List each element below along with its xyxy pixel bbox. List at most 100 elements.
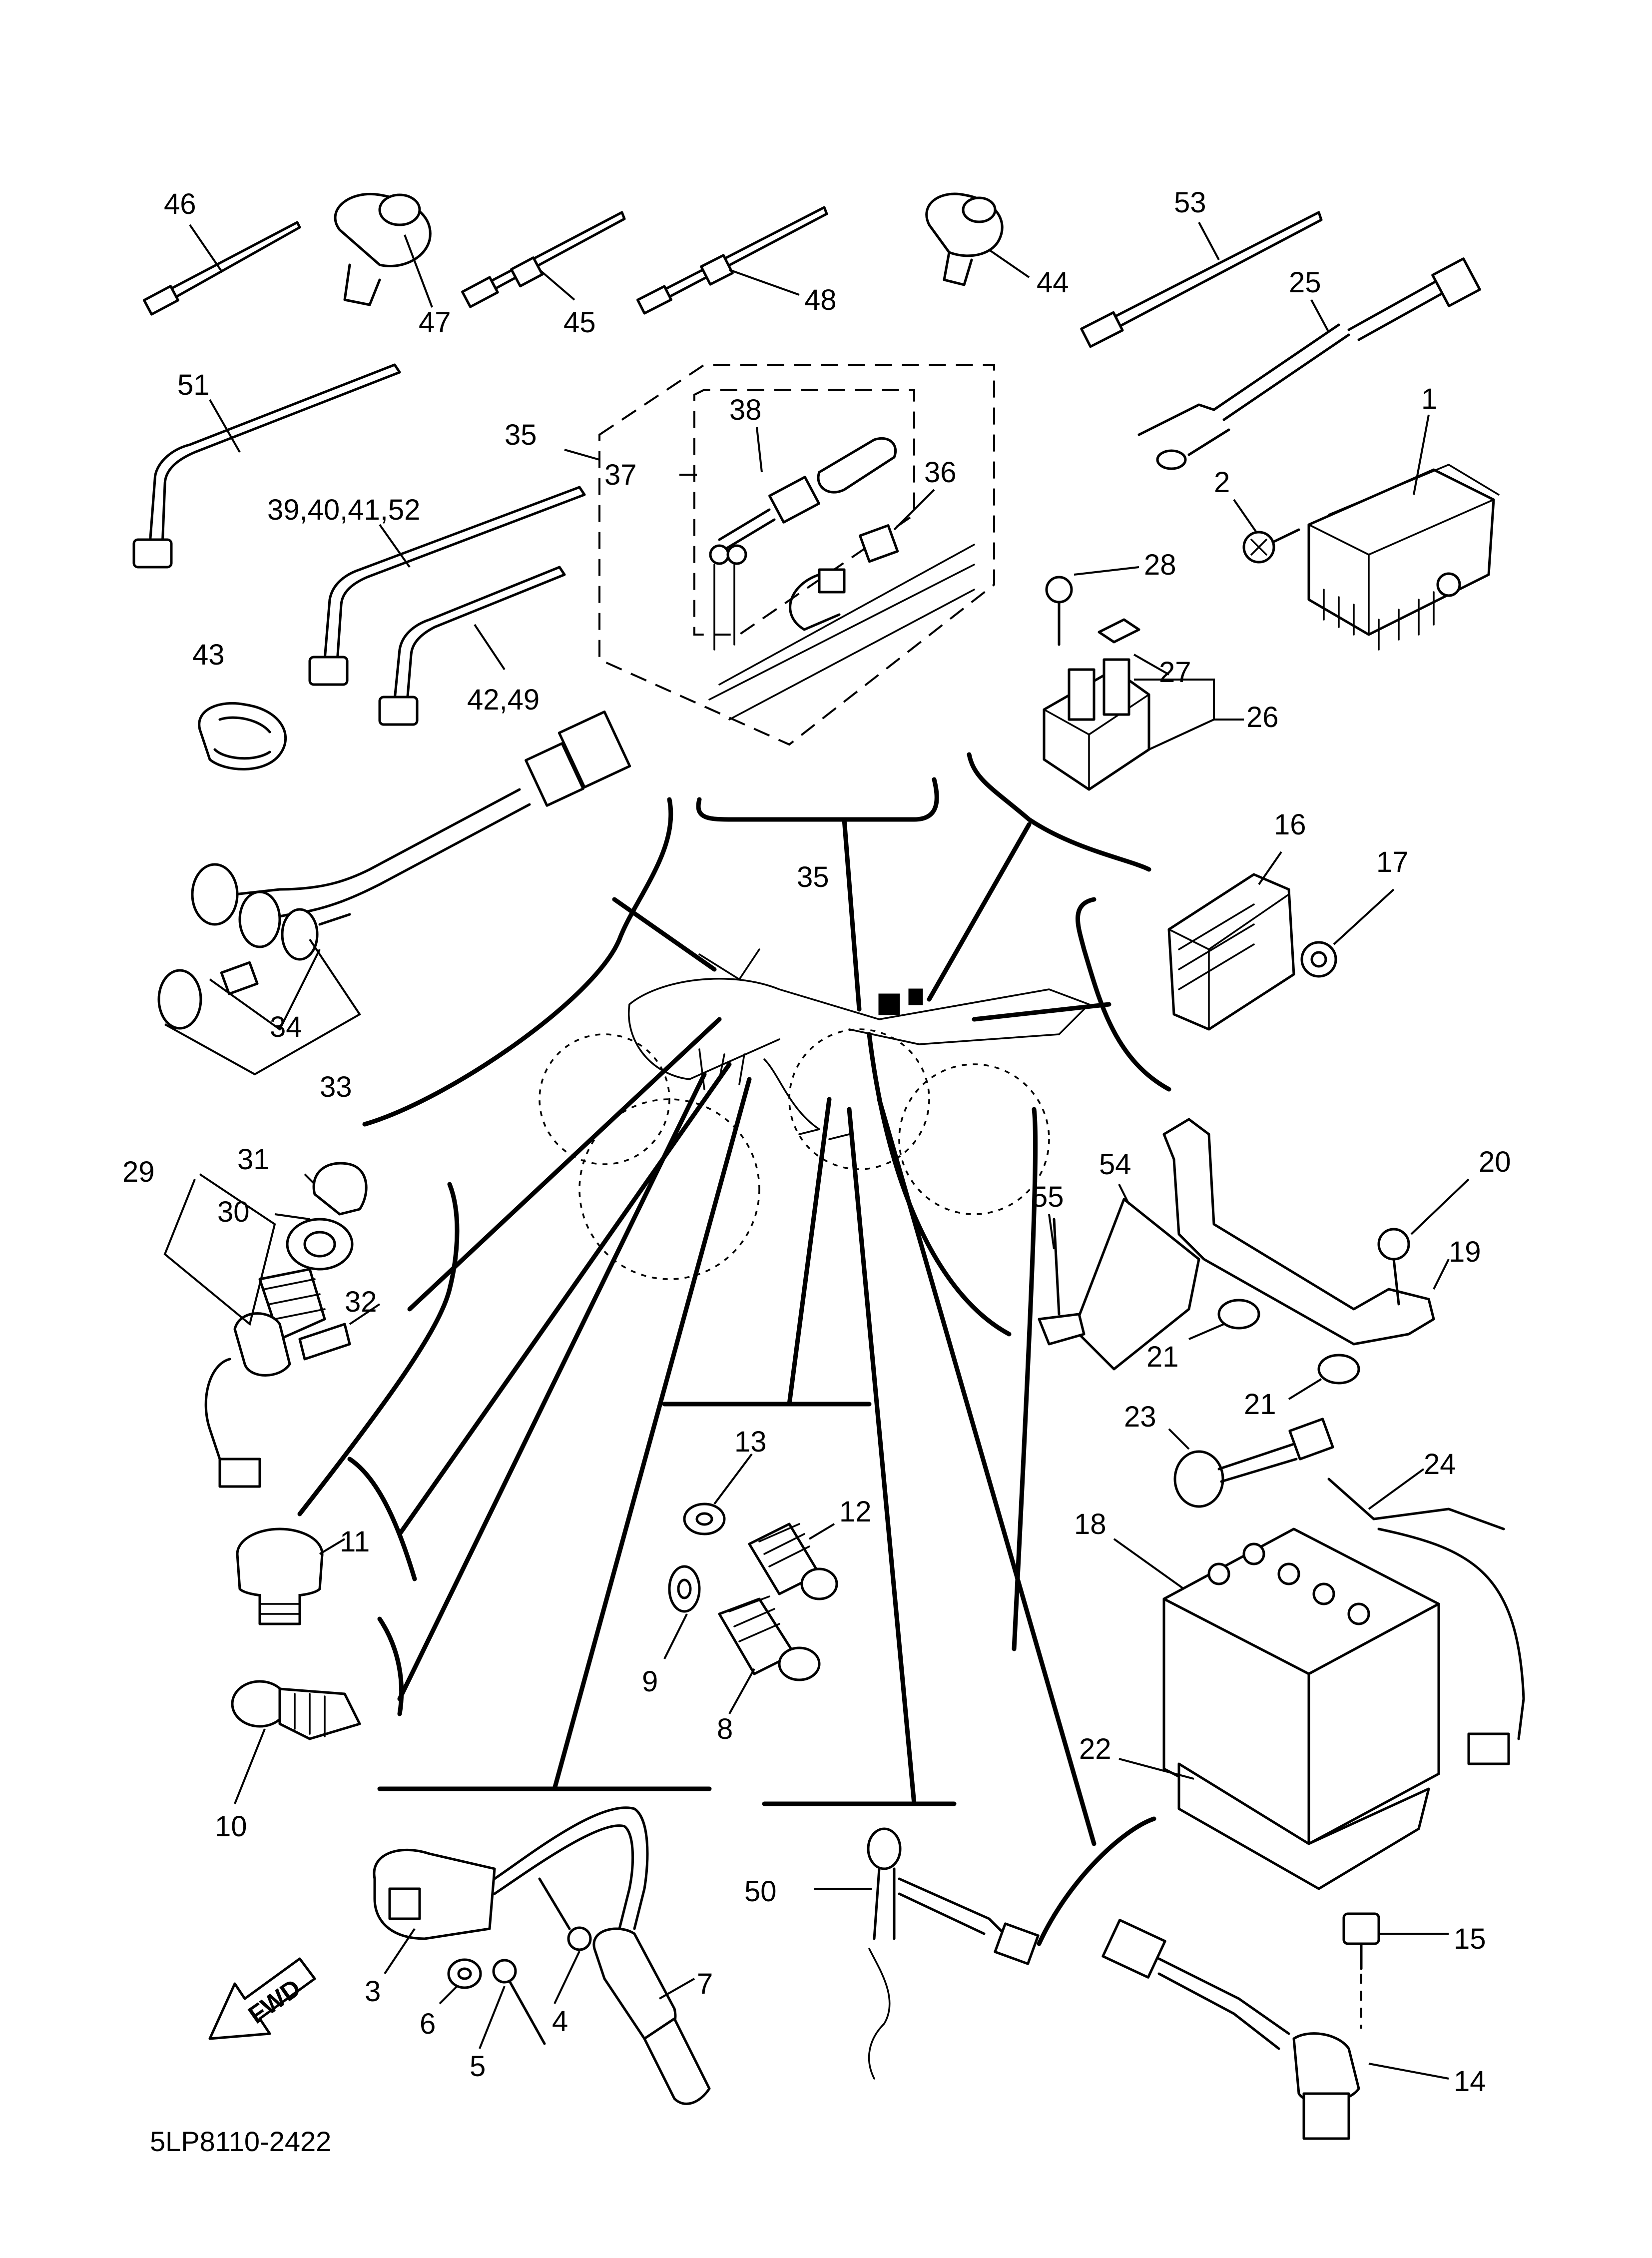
callout-8: 8 <box>717 1713 733 1745</box>
callout-9: 9 <box>642 1665 658 1698</box>
clamp-47[interactable] <box>334 193 433 308</box>
washer-6[interactable] <box>439 1958 482 2005</box>
connector-cap-34[interactable] <box>157 938 361 1076</box>
wire-lead-25[interactable] <box>1137 257 1481 470</box>
clamp-43[interactable] <box>198 702 287 770</box>
callout-47: 47 <box>419 306 451 339</box>
cdi-unit-1[interactable] <box>1307 414 1500 651</box>
callout-12: 12 <box>839 1496 872 1528</box>
callout-14: 14 <box>1454 2065 1486 2098</box>
callout-39-40-41-52: 39,40,41,52 <box>267 494 420 526</box>
callout-2: 2 <box>1214 466 1230 499</box>
cable-tie-39-52[interactable] <box>308 486 586 686</box>
callout-43: 43 <box>192 639 225 671</box>
sensor-12[interactable] <box>748 1522 838 1600</box>
callout-6: 6 <box>420 2008 436 2040</box>
callout-27: 27 <box>1159 656 1191 689</box>
callout-15: 15 <box>1454 1923 1486 1955</box>
callout-5: 5 <box>470 2050 486 2083</box>
washer-13[interactable] <box>683 1453 753 1535</box>
callout-25: 25 <box>1289 266 1321 299</box>
nut-17[interactable] <box>1300 888 1395 978</box>
connector-36[interactable] <box>789 489 935 631</box>
sensor-8[interactable] <box>718 1595 821 1714</box>
callout-55: 55 <box>1032 1181 1064 1213</box>
callout-13: 13 <box>734 1426 767 1458</box>
main-switch-29[interactable] <box>163 1162 381 1488</box>
connector-38[interactable] <box>708 427 975 721</box>
cable-tie-51[interactable] <box>132 363 401 569</box>
callout-17: 17 <box>1376 846 1409 878</box>
callout-24: 24 <box>1424 1448 1456 1481</box>
callout-34: 34 <box>270 1011 302 1043</box>
callout-18: 18 <box>1074 1508 1106 1540</box>
screw-2[interactable] <box>1233 499 1300 564</box>
callout-10: 10 <box>215 1810 247 1843</box>
callout-20: 20 <box>1479 1146 1511 1178</box>
bolt-5[interactable] <box>479 1959 546 2049</box>
callout-38: 38 <box>729 394 762 426</box>
forward-arrow-icon: FWD <box>208 1957 316 2040</box>
callout-7: 7 <box>697 1968 713 2000</box>
sensor-14[interactable] <box>1101 1919 1449 2140</box>
callout-labels: 46 47 45 48 44 53 25 1 2 51 35 37 38 36 … <box>122 186 1511 2098</box>
battery-18[interactable] <box>1113 1527 1440 1845</box>
battery-cable-23[interactable] <box>1168 1418 1334 1508</box>
rectifier-regulator-16[interactable] <box>1167 851 1295 1031</box>
callout-44: 44 <box>1037 266 1069 299</box>
callout-33: 33 <box>320 1071 352 1103</box>
callout-21b: 21 <box>1244 1388 1276 1421</box>
battery-mat-22[interactable] <box>1118 1758 1430 1890</box>
callout-29: 29 <box>122 1156 155 1188</box>
callout-30: 30 <box>217 1196 250 1228</box>
cable-tie-45[interactable] <box>461 211 626 308</box>
callout-35-vehicle: 35 <box>797 861 829 893</box>
callout-28: 28 <box>1144 549 1176 581</box>
diagram-code: 5LP8110-2422 <box>150 2126 331 2157</box>
callout-11: 11 <box>340 1525 370 1558</box>
battery-band-19[interactable] <box>1162 1118 1450 1346</box>
callout-54: 54 <box>1099 1148 1131 1181</box>
callout-19: 19 <box>1449 1236 1481 1268</box>
callout-21a: 21 <box>1146 1341 1179 1373</box>
callout-48: 48 <box>804 284 837 316</box>
callout-4: 4 <box>552 2005 568 2038</box>
bolt-28[interactable] <box>1045 566 1139 646</box>
clip-55[interactable] <box>1038 1214 1086 1346</box>
callout-3: 3 <box>365 1975 381 2008</box>
callout-leaders <box>297 752 1171 1946</box>
callout-31: 31 <box>237 1143 270 1176</box>
callout-53: 53 <box>1174 186 1206 219</box>
battery-cover-54[interactable] <box>1073 1184 1200 1371</box>
callout-35-kit: 35 <box>505 419 537 451</box>
fuse-27[interactable] <box>1098 618 1169 676</box>
starter-relay-26[interactable] <box>1043 658 1244 791</box>
cable-tie-42-49[interactable] <box>378 566 566 726</box>
cable-tie-53[interactable] <box>1080 211 1323 348</box>
bolt-4[interactable] <box>538 1877 592 2004</box>
bolt-15[interactable] <box>1342 1912 1449 2029</box>
switch-50[interactable] <box>814 1827 1040 2080</box>
callout-32: 32 <box>345 1286 377 1318</box>
callout-42-49: 42,49 <box>467 684 540 716</box>
ignition-coil-3[interactable] <box>373 1806 649 1975</box>
damper-21a[interactable] <box>1188 1299 1260 1340</box>
washer-9[interactable] <box>663 1565 701 1659</box>
clamp-44[interactable] <box>925 192 1030 286</box>
callout-37: 37 <box>604 459 637 491</box>
damper-21b[interactable] <box>1288 1354 1360 1400</box>
switch-11[interactable] <box>236 1527 346 1625</box>
cable-tie-46[interactable] <box>142 221 301 316</box>
wire-harness-kit-35[interactable] <box>564 364 995 746</box>
cable-tie-48[interactable] <box>636 206 828 315</box>
sensor-10[interactable] <box>231 1680 361 1804</box>
callout-36: 36 <box>924 456 957 489</box>
spark-plug-cap-7[interactable] <box>592 1927 711 2105</box>
callout-46: 46 <box>164 188 196 220</box>
wire-harness-main[interactable] <box>191 710 631 961</box>
callout-50: 50 <box>744 1875 777 1908</box>
callout-45: 45 <box>563 306 596 339</box>
battery-cable-24[interactable] <box>1327 1468 1525 1765</box>
bolt-20[interactable] <box>1377 1178 1470 1306</box>
